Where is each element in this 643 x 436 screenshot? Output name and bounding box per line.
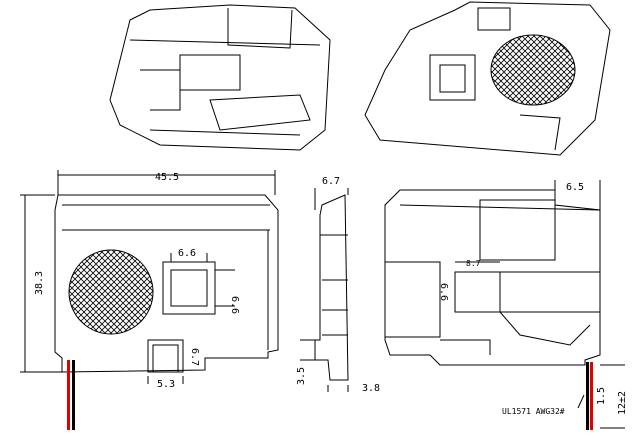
dim-wire-length: 12±2	[617, 391, 628, 415]
side-view: 6.7 3.5 3.8	[296, 176, 380, 394]
dim-width: 45.5	[155, 172, 179, 183]
dim-height: 38.3	[34, 271, 45, 295]
dim-back-top: 6.5	[566, 182, 584, 193]
black-wire	[72, 360, 75, 430]
dim-slot-height: 6.7	[189, 348, 200, 366]
dim-side-depth: 6.7	[322, 176, 340, 187]
dim-window-width: 6.6	[178, 248, 196, 259]
back-view: 6.5 6.6 8.7 1.5 12±2 UL1571 AWG32#	[384, 180, 628, 430]
front-view: 45.5 38.3 6.6 6.6 6.7 5.3	[20, 170, 279, 430]
isometric-view-front	[109, 4, 331, 151]
red-wire	[590, 362, 593, 430]
dim-wire-strip: 1.5	[596, 387, 607, 405]
dim-back-window-width: 8.7	[466, 259, 481, 268]
isometric-view-back	[364, 1, 611, 156]
dim-back-window-height: 6.6	[438, 283, 449, 301]
wire-spec-label: UL1571 AWG32#	[502, 407, 565, 416]
red-wire	[67, 360, 70, 430]
dim-side-bottom: 3.5	[296, 367, 307, 385]
black-wire	[586, 362, 589, 430]
dim-side-foot: 3.8	[362, 383, 380, 394]
dim-slot-width: 5.3	[157, 379, 175, 390]
speaker-mesh	[490, 34, 576, 106]
speaker-mesh	[68, 249, 154, 335]
dim-window-height: 6.6	[229, 296, 240, 314]
